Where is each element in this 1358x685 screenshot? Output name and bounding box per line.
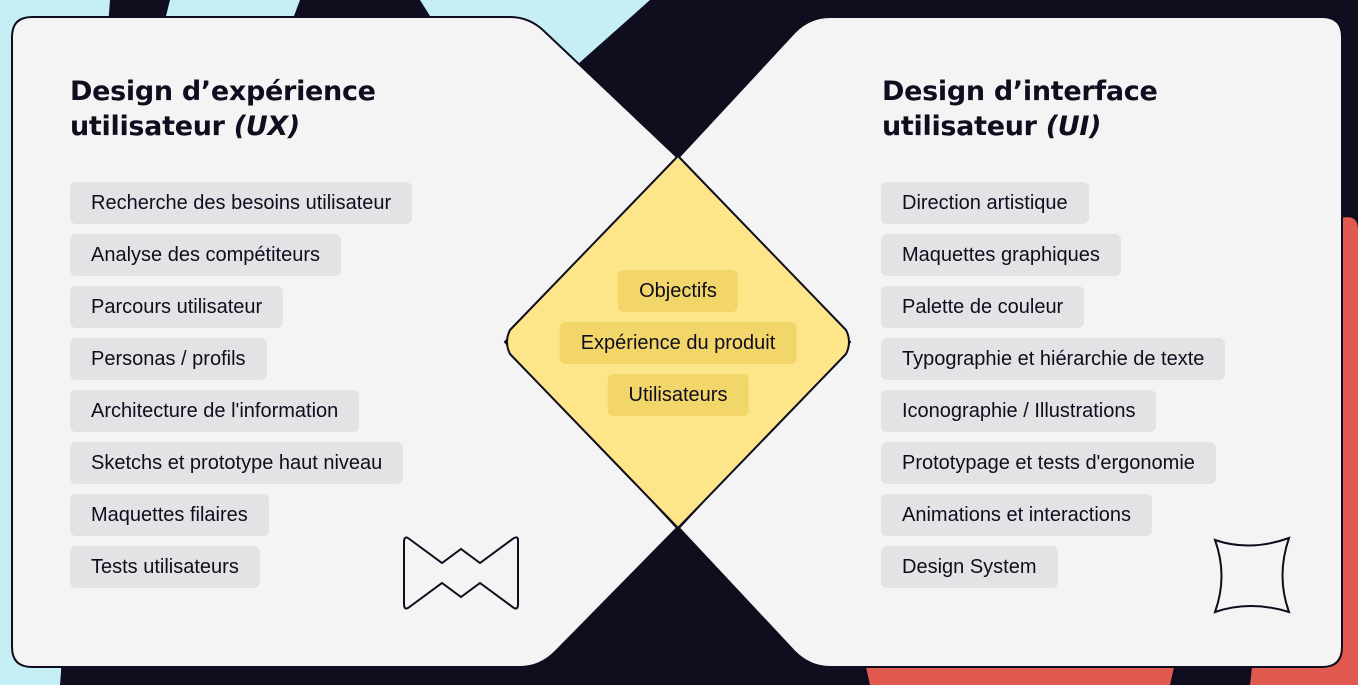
cyan-shape-top-3 (420, 0, 650, 80)
ux-title-line2: utilisateur (70, 111, 225, 142)
four-point-star-outline-icon (1213, 536, 1291, 614)
ux-title-line1: Design d’expérience (70, 76, 376, 107)
ui-tag: Direction artistique (881, 182, 1089, 224)
ux-title: Design d’expérience utilisateur (UX) (70, 74, 376, 144)
center-tag: Utilisateurs (607, 374, 749, 416)
ui-tag: Typographie et hiérarchie de texte (881, 338, 1226, 380)
ux-tag: Tests utilisateurs (70, 546, 260, 588)
ux-tag: Architecture de l'information (70, 390, 360, 432)
coral-shape-bottom (860, 640, 1180, 685)
zigzag-outline-icon (403, 536, 519, 610)
ui-title-line2: utilisateur (882, 111, 1037, 142)
ui-tag-list: Direction artistique Maquettes graphique… (881, 182, 1226, 588)
ui-tag: Prototypage et tests d'ergonomie (881, 442, 1216, 484)
ui-tag: Maquettes graphiques (881, 234, 1121, 276)
ui-tag: Design System (881, 546, 1058, 588)
ux-title-abbr: (UX) (233, 111, 301, 142)
center-tag-list: Objectifs Expérience du produit Utilisat… (559, 270, 797, 416)
center-tag: Expérience du produit (559, 322, 797, 364)
ux-tag: Parcours utilisateur (70, 286, 284, 328)
ui-title-abbr: (UI) (1045, 111, 1102, 142)
ux-tag: Analyse des compétiteurs (70, 234, 342, 276)
ux-tag: Personas / profils (70, 338, 267, 380)
ux-tag: Recherche des besoins utilisateur (70, 182, 413, 224)
ux-tag: Maquettes filaires (70, 494, 269, 536)
ui-title-line1: Design d’interface (882, 76, 1158, 107)
center-tag: Objectifs (618, 270, 738, 312)
cyan-shape-top-2 (160, 0, 300, 40)
ux-tag-list: Recherche des besoins utilisateur Analys… (70, 182, 413, 588)
ux-tag: Sketchs et prototype haut niveau (70, 442, 404, 484)
ui-title: Design d’interface utilisateur (UI) (882, 74, 1158, 144)
ui-tag: Iconographie / Illustrations (881, 390, 1157, 432)
ui-tag: Animations et interactions (881, 494, 1153, 536)
ui-tag: Palette de couleur (881, 286, 1085, 328)
